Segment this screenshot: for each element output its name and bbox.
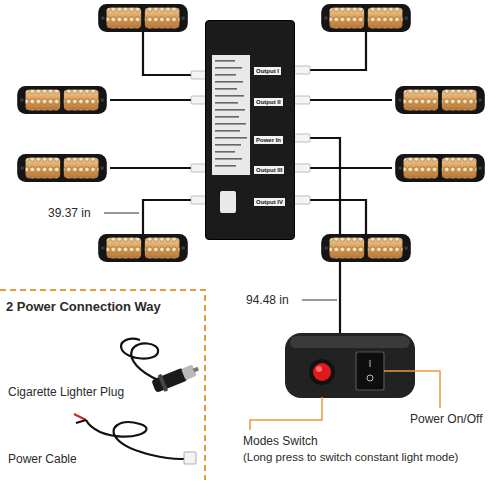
part-name: Power On/Off	[410, 412, 482, 426]
mode-button	[313, 363, 331, 381]
plug	[293, 196, 310, 204]
cable-connector	[184, 452, 196, 464]
leader-line	[384, 371, 440, 408]
light-bar	[395, 154, 485, 182]
dashed-divider	[0, 290, 205, 480]
button-shine	[316, 366, 322, 372]
plug	[293, 96, 310, 104]
wire-end-red	[74, 414, 86, 420]
control-box: Output I Output II Power In Output III Outpu…	[205, 20, 295, 240]
dimension-line	[104, 213, 139, 214]
wire	[309, 99, 392, 101]
cigarette-plug	[150, 360, 201, 395]
switch-box-top	[290, 336, 410, 348]
wire	[309, 200, 366, 234]
dimension-label: 39.37 in	[48, 206, 91, 220]
wire	[110, 167, 193, 169]
plug	[293, 134, 310, 142]
leader-line	[250, 397, 322, 430]
port-label: Output II	[254, 98, 283, 106]
port-label: Output I	[254, 67, 281, 75]
light-bar	[17, 86, 107, 114]
wire-end-black	[76, 420, 86, 423]
light-bar	[395, 86, 485, 114]
part-name: Power Cable	[8, 452, 77, 466]
dimension-line	[302, 300, 337, 301]
part-note: (Long press to switch constant light mod…	[243, 451, 458, 463]
light-bar	[98, 4, 188, 32]
port-label: Power In	[254, 136, 283, 144]
light-bar	[17, 154, 107, 182]
power-cable	[86, 420, 194, 459]
rocker-mark	[367, 375, 373, 381]
wire	[110, 99, 193, 101]
light-bar	[321, 4, 411, 32]
wire	[143, 32, 193, 75]
part-name: Modes Switch	[243, 434, 318, 448]
switch-box	[285, 333, 415, 398]
light-bar	[321, 234, 411, 262]
wire	[309, 32, 366, 70]
port-label: Output III	[254, 166, 284, 174]
port-label: Output IV	[254, 198, 285, 206]
dimension-label: 94.48 in	[246, 293, 289, 307]
section-heading: 2 Power Connection Way	[6, 299, 161, 314]
wire	[143, 200, 193, 234]
printed-panel	[210, 51, 254, 231]
wire	[309, 167, 392, 169]
part-name: Cigarette Lighter Plug	[8, 385, 124, 399]
rocker-switch	[356, 352, 384, 390]
plug	[293, 164, 310, 172]
mode-button-ring	[309, 359, 335, 385]
light-bar	[98, 234, 188, 262]
plug	[293, 66, 310, 74]
plug-cable	[121, 339, 158, 380]
rocker-mark	[370, 360, 371, 367]
